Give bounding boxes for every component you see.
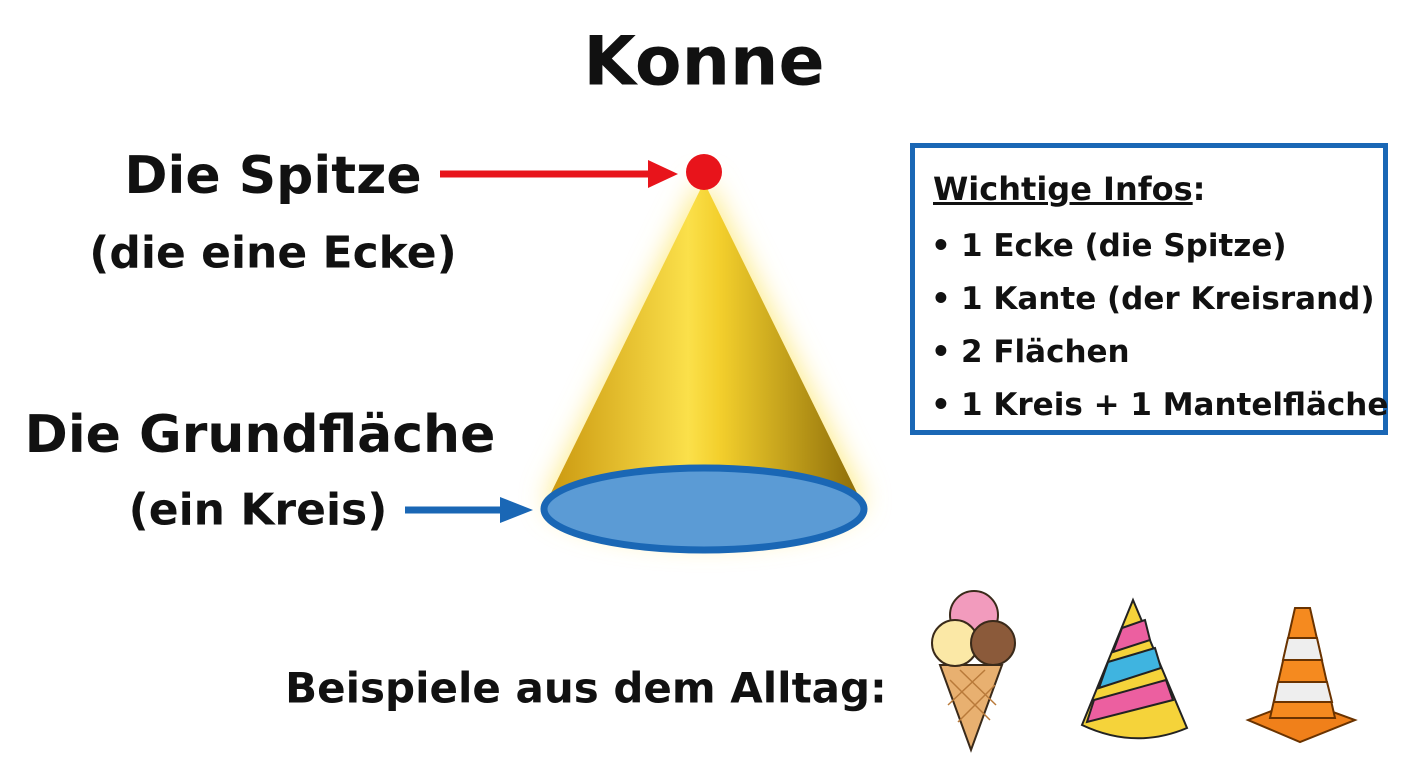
info-heading-text: Wichtige Infos <box>933 170 1193 208</box>
info-item: • 2 Flächen <box>931 330 1388 383</box>
apex-label: Die Spitze <box>124 146 422 206</box>
cone-base-circle <box>540 464 868 554</box>
bullet: • <box>931 281 951 317</box>
info-item: • 1 Kreis + 1 Mantelfläche <box>931 383 1388 436</box>
info-box: Wichtige Infos: • 1 Ecke (die Spitze) • 1 … <box>910 143 1388 435</box>
bullet: • <box>931 387 951 423</box>
base-label: Die Grundfläche <box>24 405 496 465</box>
info-item-text: 1 Kante (der Kreisrand) <box>961 281 1375 317</box>
bullet: • <box>931 334 951 370</box>
party-hat-icon <box>1080 597 1189 740</box>
ice-cream-cone-icon <box>931 590 1016 753</box>
info-item-text: 2 Flächen <box>961 334 1130 370</box>
info-item-text: 1 Kreis + 1 Mantelfläche <box>961 387 1389 423</box>
examples-label: Beispiele aus dem Alltag: <box>285 663 887 713</box>
info-heading-colon: : <box>1192 170 1206 208</box>
info-box-heading: Wichtige Infos: <box>933 170 1205 208</box>
base-sublabel: (ein Kreis) <box>128 484 388 536</box>
info-item-text: 1 Ecke (die Spitze) <box>961 228 1287 264</box>
page-title: Konne <box>583 22 825 102</box>
apex-dot <box>686 154 722 190</box>
info-item: • 1 Kante (der Kreisrand) <box>931 277 1388 330</box>
bullet: • <box>931 228 951 264</box>
apex-sublabel: (die eine Ecke) <box>89 227 457 279</box>
traffic-cone-icon <box>1245 607 1358 744</box>
cone-body <box>545 182 863 505</box>
info-list: • 1 Ecke (die Spitze) • 1 Kante (der Kreis… <box>931 224 1388 436</box>
apex-arrow <box>440 160 678 188</box>
info-item: • 1 Ecke (die Spitze) <box>931 224 1388 277</box>
base-arrow <box>405 497 533 523</box>
